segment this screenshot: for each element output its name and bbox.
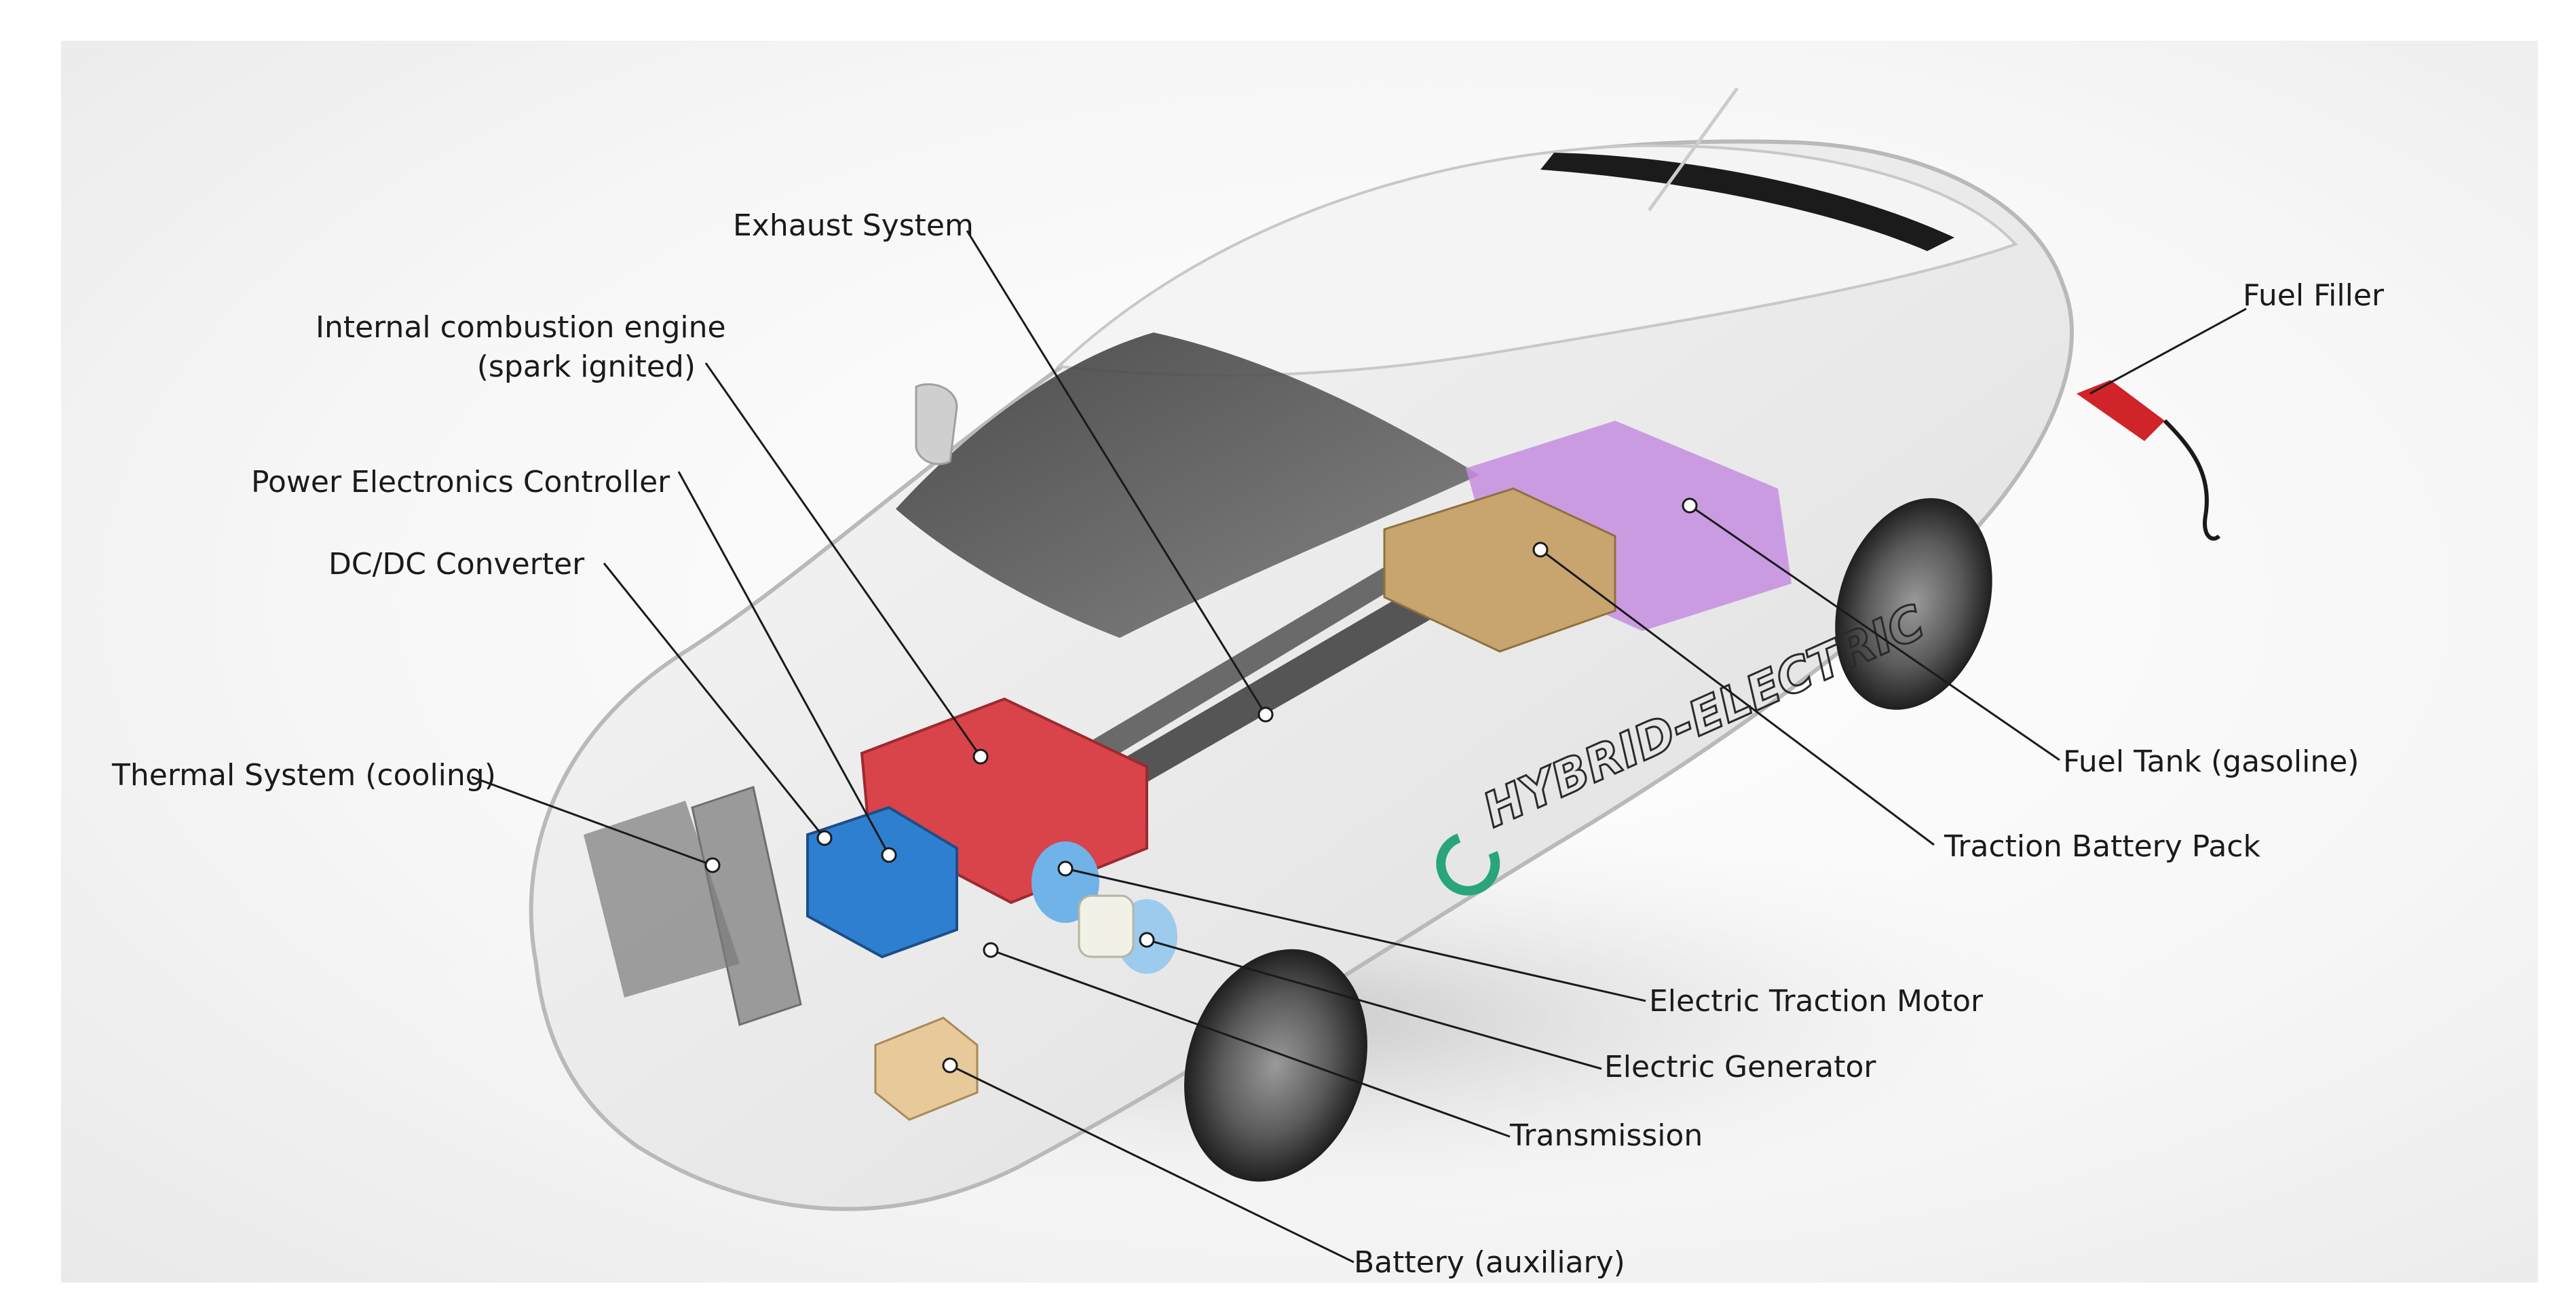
leader-aux-battery [949,1064,1355,1264]
exhaust-pipe [1086,570,1493,794]
windshield [896,333,1479,638]
label-transmission: Transmission [1510,1118,1703,1153]
dcdc-converter-shape [806,805,958,959]
coolant-tank [1078,894,1135,958]
exhaust-pipe-2 [1059,543,1452,774]
leader-ice [704,362,982,757]
leader-fuel-tank [1689,504,2060,761]
label-aux-battery: Battery (auxiliary) [1354,1245,1625,1280]
rear-wheel [1835,498,1992,710]
label-traction-motor: Electric Traction Motor [1649,984,1984,1019]
antenna [1647,87,1739,212]
label-ice-line1: Internal combustion engine [316,310,726,345]
leader-lines [471,230,2247,1264]
badge-logo [1436,831,1500,896]
leader-generator [1146,938,1602,1070]
dot-generator [1139,932,1155,948]
leader-dcdc [603,563,826,839]
leader-filler [2089,307,2247,395]
dot-exhaust [1257,706,1274,723]
aux-battery-shape [874,1017,979,1121]
leader-battery-pack [1540,548,1935,846]
side-mirror [915,383,958,466]
label-ice-line2: (spark ignited) [476,349,696,384]
label-dcdc-converter: DC/DC Converter [328,547,585,582]
dot-dcdc [816,830,833,846]
dot-battery-pack [1532,542,1549,558]
leader-exhaust [966,230,1267,715]
dot-aux-battery [942,1057,958,1074]
leader-pec [677,471,890,856]
label-fuel-tank: Fuel Tank (gasoline) [2063,744,2360,779]
dot-transmission [983,942,999,958]
label-thermal-system: Thermal System (cooling) [112,758,496,793]
leader-thermal [471,776,713,867]
front-wheel [1184,949,1367,1182]
dot-fuel-tank [1682,497,1698,514]
label-generator: Electric Generator [1604,1050,1876,1084]
dot-ice [972,748,989,765]
label-fuel-filler: Fuel Filler [2243,278,2385,313]
roof-stripe [1540,153,1954,251]
leader-transmission [990,949,1511,1138]
grille [584,801,740,998]
label-exhaust-system: Exhaust System [733,208,974,243]
callout-dots [704,497,1698,1074]
leader-motor [1065,867,1646,1002]
label-power-electronics: Power Electronics Controller [251,465,670,499]
dot-motor [1057,860,1074,877]
label-traction-battery: Traction Battery Pack [1944,829,2260,864]
dot-thermal [704,857,721,873]
fuel-nozzle [2077,380,2221,541]
dot-pec [881,847,897,863]
traction-battery-shape [1383,487,1616,653]
